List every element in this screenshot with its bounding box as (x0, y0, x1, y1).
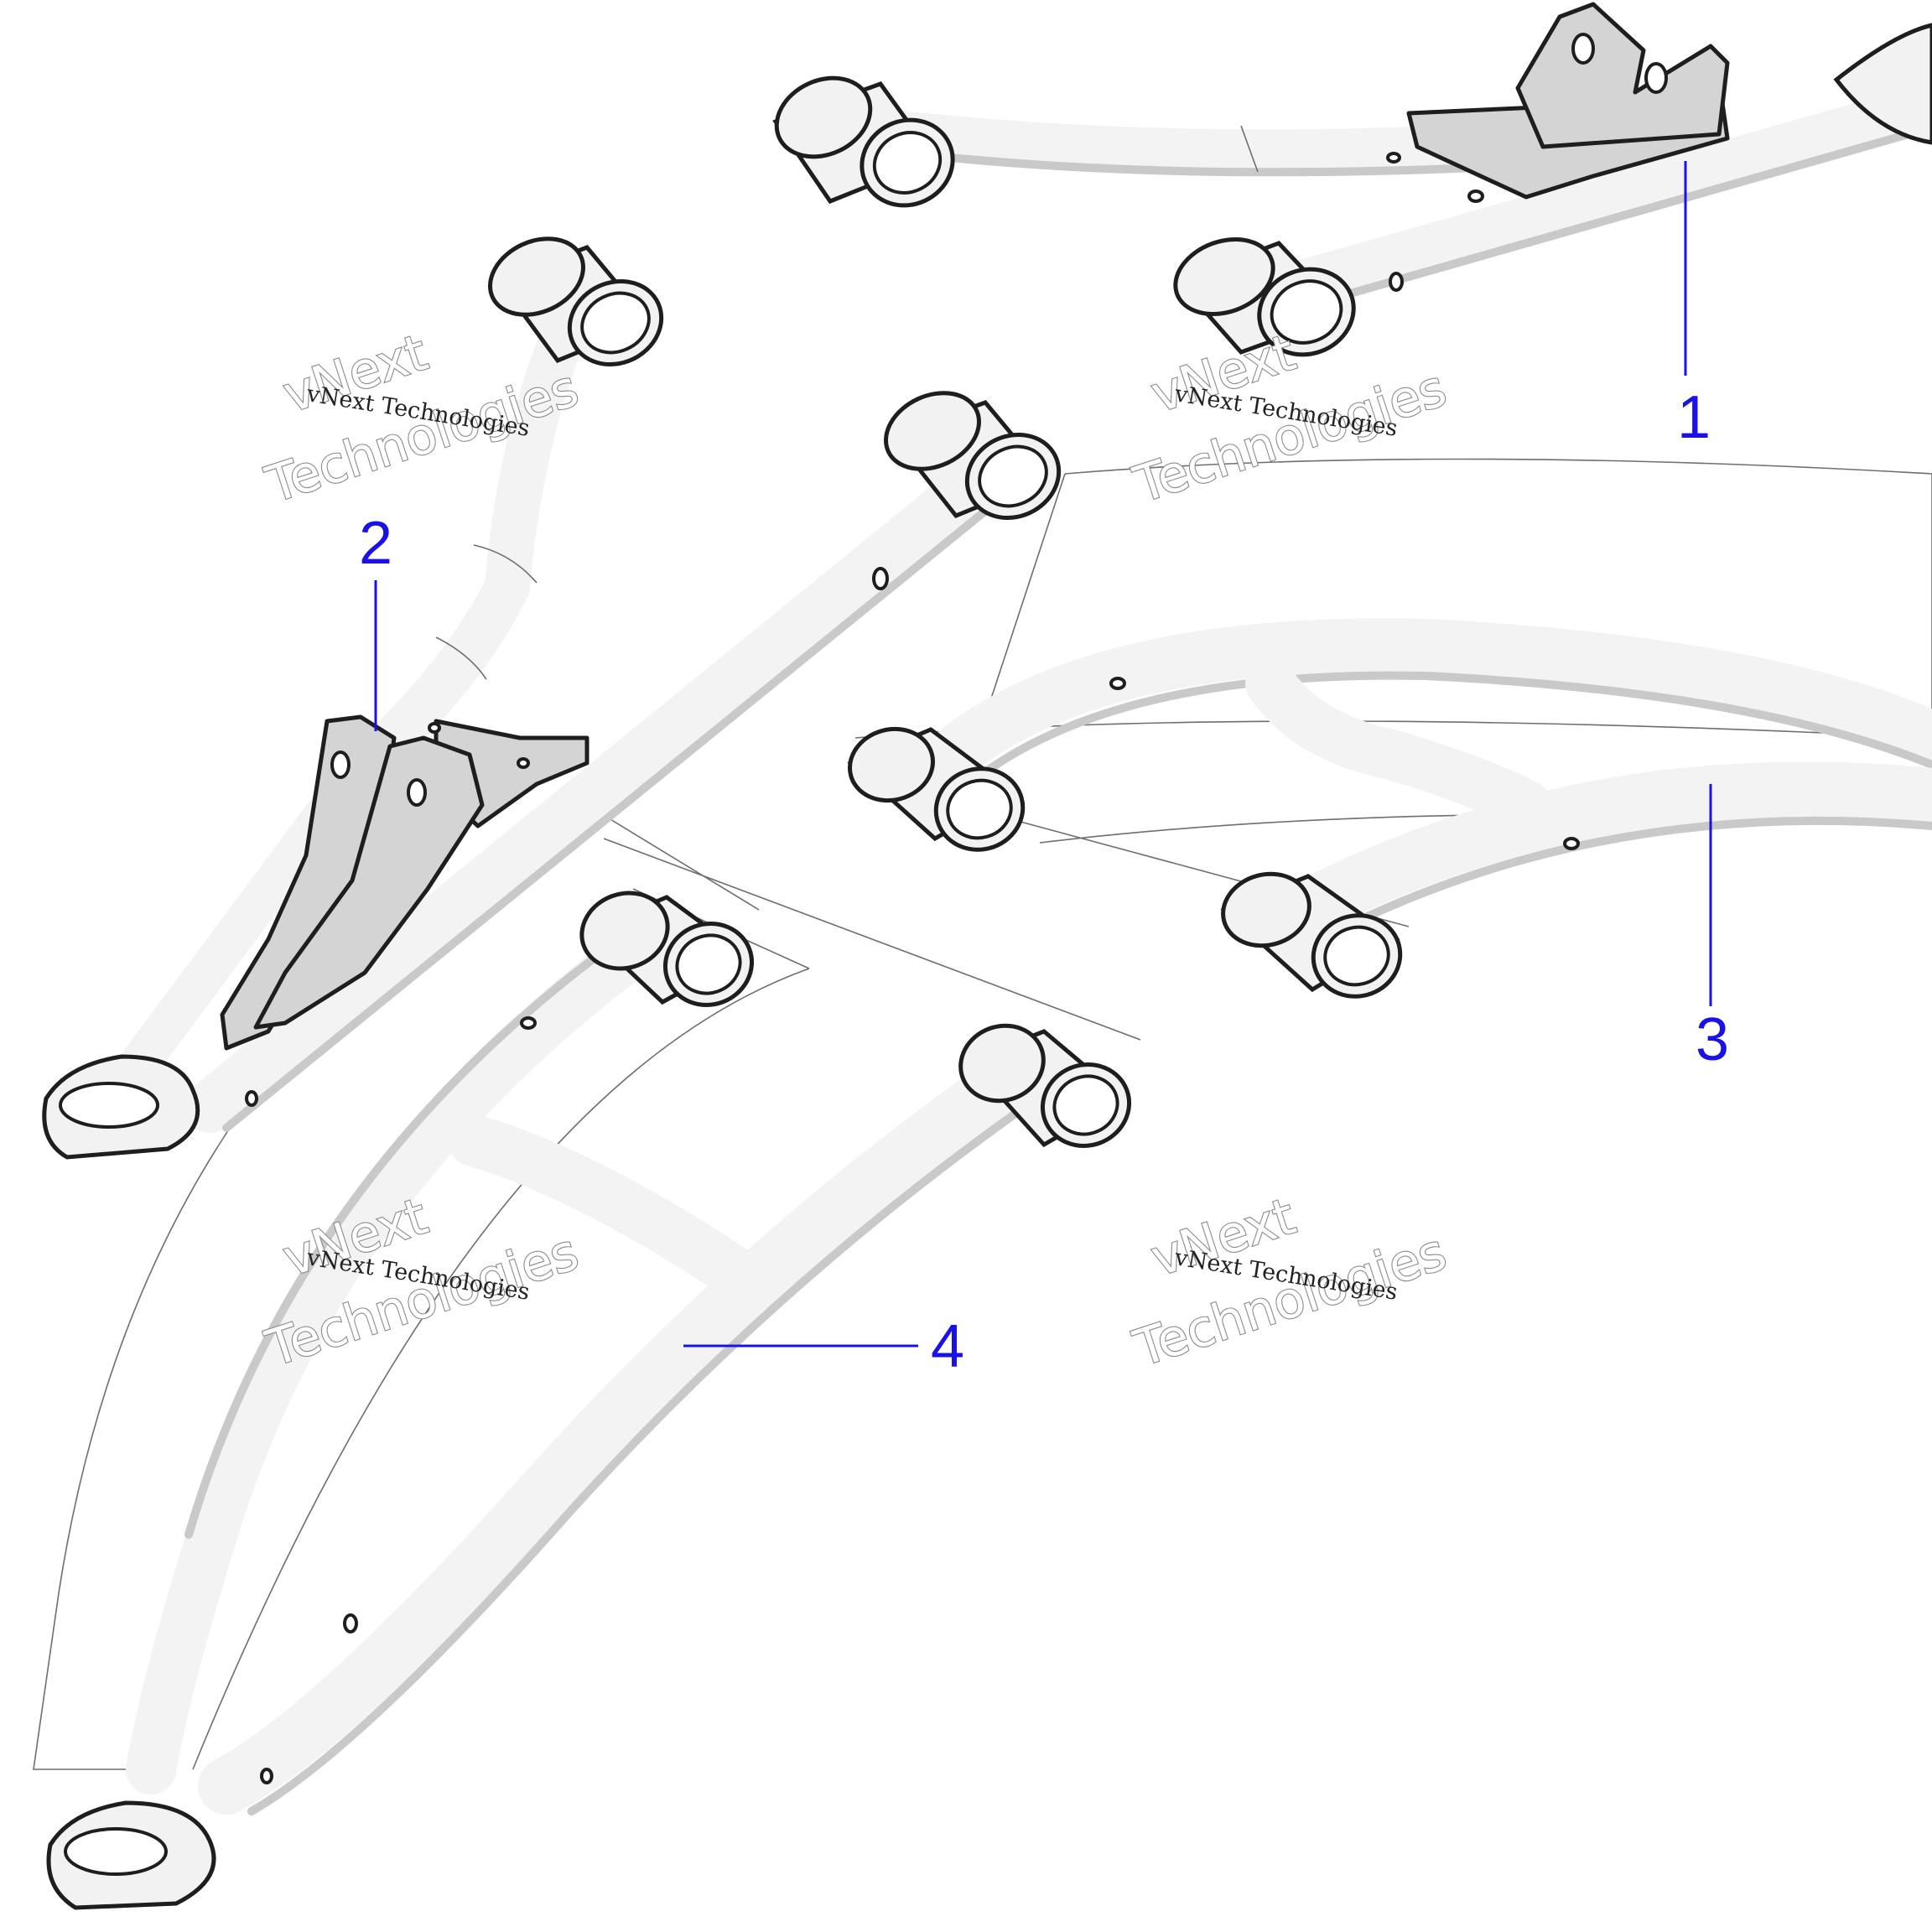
callout-label-1: 1 (1677, 384, 1711, 451)
watermark-3: vNext Technologies vNext Technologies (258, 1187, 586, 1380)
part-1-a-arm (772, 2, 1932, 357)
callout-label-3: 3 (1696, 1006, 1729, 1073)
watermark-4: vNext Technologies vNext Technologies (1126, 1187, 1454, 1380)
callout-label-4: 4 (931, 1313, 964, 1380)
callout-4: 4 (683, 1313, 964, 1380)
callout-label-2: 2 (359, 510, 392, 577)
watermark-2: vNext Technologies vNext Technologies (1126, 323, 1454, 517)
callout-3: 3 (1696, 784, 1729, 1073)
part-2-a-arm (42, 236, 1062, 1160)
callout-1: 1 (1677, 161, 1711, 451)
callout-2: 2 (359, 510, 392, 731)
part-4-a-arm (46, 891, 1132, 1910)
part-3-a-arm (847, 618, 1932, 999)
